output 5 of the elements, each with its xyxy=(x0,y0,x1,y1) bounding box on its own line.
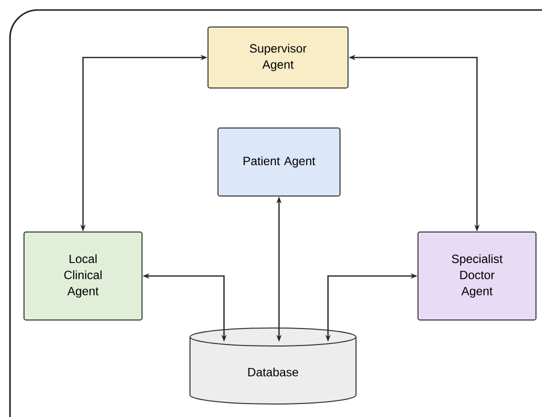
agent-box: Local Clinical Agent xyxy=(24,232,142,320)
agent-box: Patient Agent xyxy=(218,128,340,196)
database-cylinder: Database xyxy=(190,327,356,404)
agent-box: Supervisor Agent xyxy=(208,26,348,88)
agent-box: Specialist Doctor Agent xyxy=(418,232,536,320)
